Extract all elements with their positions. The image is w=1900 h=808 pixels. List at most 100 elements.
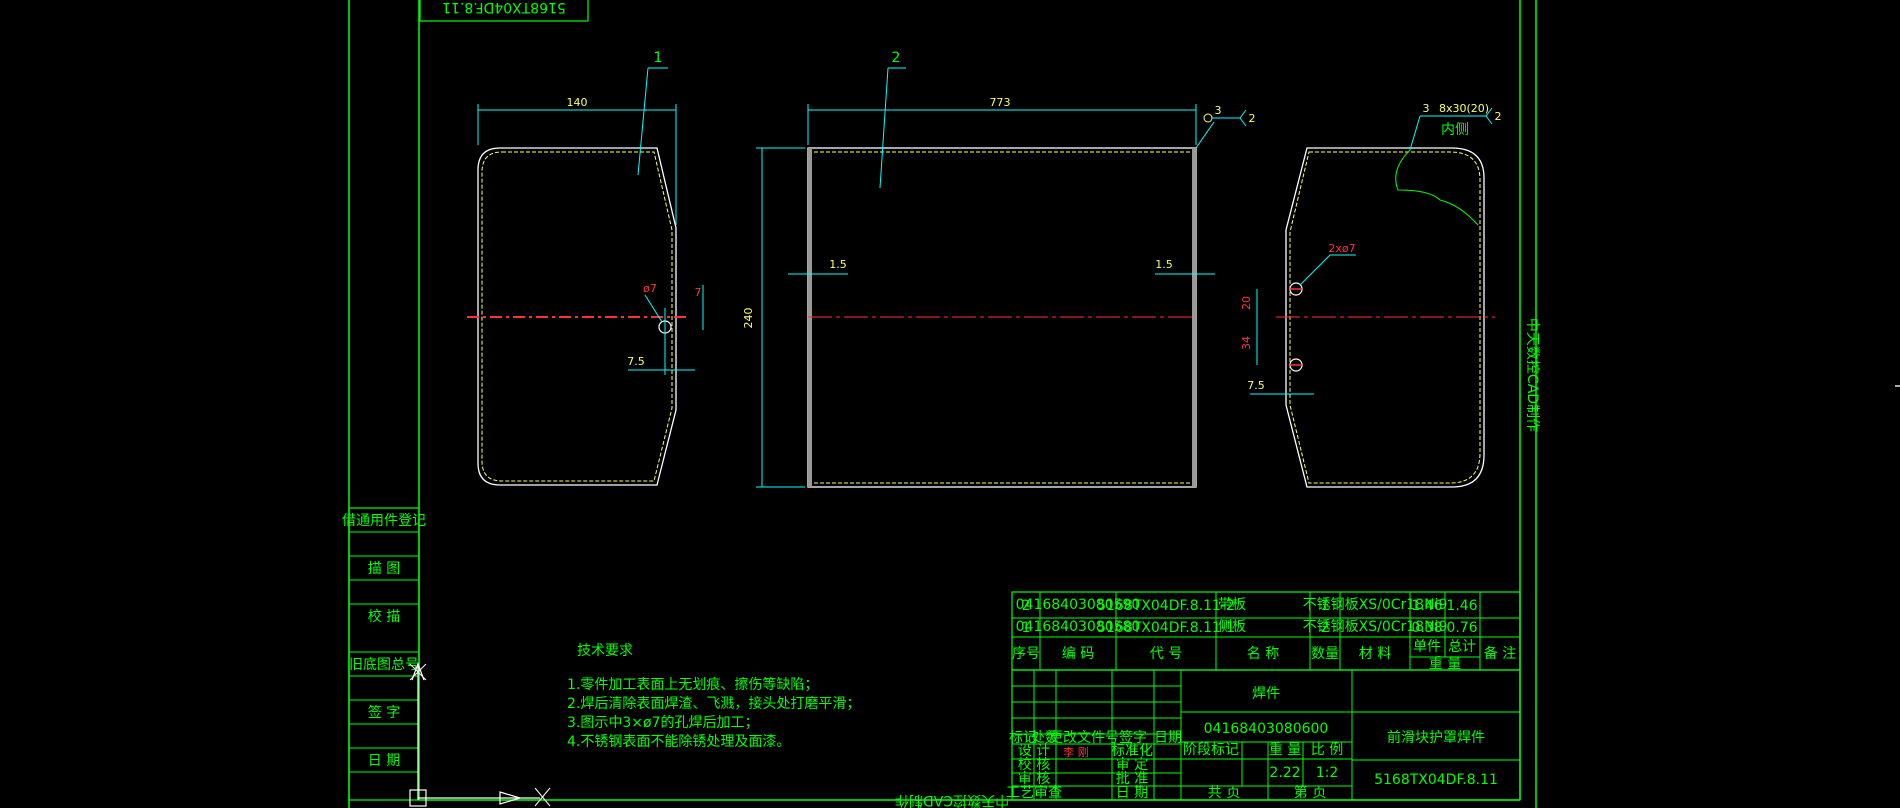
part-1r-outline	[1285, 147, 1485, 488]
dim-140-text: 140	[567, 96, 588, 109]
dim-240-text: 240	[742, 308, 755, 329]
weld-right-spec: 8x30(20)	[1439, 102, 1489, 115]
bottom-rotated-text: 中天数控CAD制作	[895, 792, 1009, 808]
bom-r2-material: 不锈钢板XS/0Cr18Ni9	[1303, 619, 1448, 635]
stamp-text: 5168TX04DF.8.11	[442, 0, 566, 15]
weld-mid-tail: 2	[1249, 112, 1256, 125]
bom-h-material: 材 料	[1359, 646, 1391, 662]
left-label-1: 借通用件登记	[342, 513, 426, 529]
tech-req-line-4: 4.不锈钢表面不能除锈处理及面漆。	[567, 734, 790, 750]
bom-r1-total: 1.46	[1446, 598, 1477, 614]
dim-75r-text: 7.5	[1247, 379, 1265, 392]
bom-table: 2 0416840308059​0 5168TX04DF.8.11-2 带板 1…	[1011, 591, 1521, 672]
tech-req-line-3: 3.图示中3×ø7的孔焊后加工；	[567, 715, 758, 731]
tb-mid-4: 日 期	[1116, 785, 1148, 801]
tb-weight: 2.22	[1269, 765, 1300, 781]
tb-sheet: 第 页	[1294, 784, 1326, 801]
tb-mid-3: 批 准	[1116, 771, 1148, 787]
leader-2	[879, 67, 889, 189]
bom-r1-name: 带板	[1218, 597, 1246, 613]
weld-mid-leader	[1195, 121, 1215, 149]
bom-r2-drawing: 5168TX04DF.8.11-1	[1097, 620, 1235, 636]
part-1-view[interactable]: 140 1 ø7 7 7.5	[467, 50, 704, 486]
weld-inner-text: 内侧	[1441, 122, 1469, 138]
part-1-right-view[interactable]: 2xø7 20 34 7.5 3 8x30(20) 2 内侧	[1240, 102, 1502, 488]
weld-mid-circle	[1203, 113, 1213, 123]
weld-mid-tail-lines	[1239, 109, 1247, 127]
part-label-2: 2	[892, 50, 901, 66]
bom-h-code: 编 码	[1062, 646, 1094, 662]
dim-15-left-text: 1.5	[829, 258, 847, 271]
tb-left-1: 设 计	[1018, 743, 1050, 759]
tb-left-4: 工艺审查	[1006, 785, 1062, 801]
bom-h-name: 名 称	[1247, 646, 1279, 662]
side-vertical-text: 中天数控CAD制作	[1524, 318, 1540, 432]
tb-weight-hdr: 重 量	[1269, 742, 1301, 758]
bom-r1-no: 2	[1022, 598, 1031, 614]
tech-req-line-2: 2.焊后清除表面焊渣、飞溅，接头处打磨平滑；	[567, 695, 860, 712]
weld-right-num: 3	[1423, 102, 1430, 115]
dim-20-text: 20	[1240, 296, 1253, 310]
tb-left-2: 校 核	[1018, 756, 1050, 773]
tb-left-3: 审 核	[1018, 771, 1050, 787]
tech-requirements: 技术要求 1.零件加工表面上无划痕、擦伤等缺陷； 2.焊后清除表面焊渣、飞溅，接…	[567, 643, 860, 750]
dim-34-text: 34	[1240, 336, 1253, 350]
bom-r1-material: 不锈钢板XS/0Cr18Ni9	[1303, 597, 1448, 613]
bom-h-weight: 重 量	[1429, 656, 1461, 672]
tb-mid-2: 审 定	[1116, 757, 1148, 773]
left-signoff-block: 借通用件登记 描 图 校 描 旧底图总号 签 字 日 期	[342, 507, 426, 801]
dim-773-text: 773	[990, 96, 1011, 109]
part-label-1: 1	[654, 50, 663, 66]
break-line	[1395, 149, 1479, 226]
tb-code: 04168403080600	[1204, 721, 1329, 737]
dim-75-text: 7.5	[627, 355, 645, 368]
part-2-view[interactable]: 773 240 1.5 1.5 2 3 2	[742, 50, 1256, 488]
bom-r2-qty: 2	[1321, 620, 1330, 636]
weld-right-leader	[1409, 115, 1421, 151]
part-2-right-fold	[1192, 148, 1196, 487]
left-label-2: 描 图	[368, 561, 400, 577]
bom-r1-drawing: 5168TX04DF.8.11-2	[1097, 598, 1235, 614]
bom-h-remark: 备 注	[1484, 645, 1516, 662]
weld-right-tail-lines	[1485, 107, 1493, 125]
tech-req-title: 技术要求	[577, 643, 633, 659]
tb-mid-1: 标准化	[1111, 743, 1153, 759]
title-block: 标记 处数 更改文件号 签字 日期 设 计 校 核 审 核 工艺审查 李 刚 标…	[1006, 669, 1521, 801]
dim-two-holes-text: 2xø7	[1328, 242, 1355, 255]
bom-r1-unit: 1.46	[1411, 598, 1442, 614]
hole-right-leader	[1299, 254, 1331, 286]
left-label-5: 签 字	[368, 704, 400, 721]
leader-1	[637, 67, 649, 176]
weld-right-tail: 2	[1495, 110, 1502, 123]
drawing-border-outer	[348, 0, 1537, 808]
tb-stage-hdr: 阶段标记	[1183, 742, 1239, 758]
part-1-weld-line	[481, 151, 673, 482]
dim-7-text: 7	[695, 286, 702, 299]
tb-drawing-no: 5168TX04DF.8.11	[1374, 772, 1498, 788]
tb-scale: 1:2	[1316, 765, 1339, 781]
bom-r2-no: 1	[1022, 620, 1031, 636]
tb-scale-hdr: 比 例	[1311, 742, 1343, 758]
ucs-icon[interactable]	[409, 662, 551, 807]
rev-label-4: 签字	[1119, 729, 1147, 746]
bom-r2-code: 04168403080580	[1016, 619, 1141, 635]
bom-h-total: 总计	[1448, 639, 1476, 655]
rev-label-1: 标记	[1009, 730, 1037, 746]
dim-hole-left-text: ø7	[643, 282, 657, 295]
rev-label-5: 日期	[1154, 730, 1182, 746]
bom-h-unit: 单件	[1413, 639, 1441, 655]
rev-label-3: 更改文件号	[1049, 730, 1119, 746]
tb-signature: 李 刚	[1063, 745, 1089, 759]
weld-mid-num: 3	[1215, 104, 1222, 117]
left-label-6: 日 期	[368, 753, 400, 769]
bom-h-no: 序号	[1012, 646, 1040, 662]
bom-r1-qty: 1	[1321, 598, 1330, 614]
tb-sheets: 共 页	[1208, 785, 1240, 801]
bom-h-drawing: 代 号	[1150, 646, 1182, 662]
bom-r2-name: 侧板	[1218, 619, 1246, 635]
bom-r1-code: 0416840308059​0	[1016, 597, 1141, 613]
tb-weld: 焊件	[1252, 686, 1280, 702]
bom-h-qty: 数量	[1311, 646, 1339, 662]
part-1-outline	[477, 147, 677, 486]
